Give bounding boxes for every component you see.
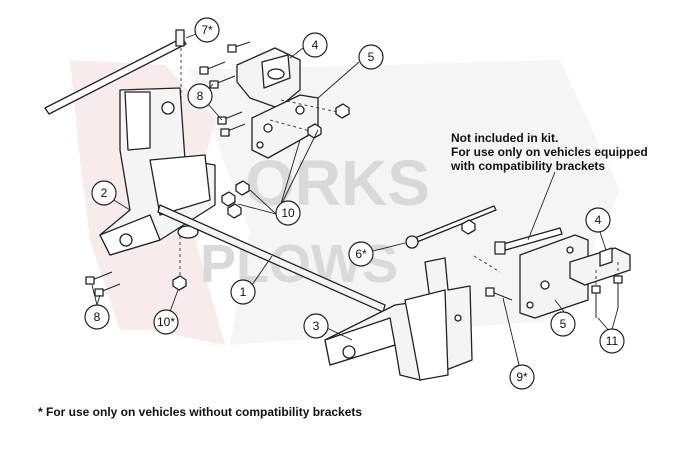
- bolts-part-11: [591, 262, 623, 318]
- svg-text:6*: 6*: [355, 247, 367, 261]
- callout-1: 1: [230, 279, 256, 305]
- svg-text:8: 8: [197, 89, 204, 103]
- callout-8-bottom: 8: [84, 304, 110, 330]
- callout-7: 7*: [194, 17, 220, 43]
- note-line-2: For use only on vehicles equipped: [451, 145, 648, 159]
- bolt-part-9: [473, 255, 513, 301]
- watermark-line1: ORKS: [245, 147, 430, 219]
- svg-text:10*: 10*: [157, 315, 175, 329]
- svg-text:4: 4: [595, 213, 602, 227]
- mount-part-2: [99, 87, 216, 256]
- plate-part-5-right: [519, 234, 589, 319]
- svg-text:11: 11: [606, 334, 619, 348]
- svg-text:1: 1: [240, 285, 247, 299]
- bracket-part-4-right: [569, 247, 631, 286]
- callout-8-top: 8: [187, 83, 213, 109]
- footnote: * For use only on vehicles without compa…: [38, 405, 363, 419]
- svg-text:7*: 7*: [201, 23, 213, 37]
- rod-part-6: [405, 205, 563, 255]
- mount-part-3: [324, 257, 473, 381]
- callout-2: 2: [91, 180, 117, 206]
- compatibility-note: Not included in kit. For use only on veh…: [451, 131, 681, 173]
- svg-text:3: 3: [313, 319, 320, 333]
- callout-5-top: 5: [358, 44, 384, 70]
- bolts-part-8-top: [199, 41, 251, 137]
- callout-4-right: 4: [585, 207, 611, 233]
- svg-text:5: 5: [368, 50, 375, 64]
- svg-text:10: 10: [281, 206, 295, 220]
- callout-11: 11: [599, 328, 625, 354]
- svg-text:9*: 9*: [516, 370, 528, 384]
- callout-10-star: 10*: [153, 309, 179, 335]
- bracket-part-4: [236, 47, 301, 109]
- nuts-part-10: [172, 99, 350, 291]
- svg-text:4: 4: [312, 38, 319, 52]
- callout-6: 6*: [348, 241, 374, 267]
- callout-4-top: 4: [302, 32, 328, 58]
- callout-3: 3: [303, 313, 329, 339]
- svg-text:5: 5: [560, 317, 567, 331]
- callout-10: 10: [275, 200, 301, 226]
- bolts-part-8-bottom: [85, 271, 121, 297]
- note-line-1: Not included in kit.: [451, 131, 559, 145]
- svg-text:8: 8: [94, 310, 101, 324]
- note-line-3: with compatibility brackets: [451, 159, 606, 173]
- callout-5-right: 5: [550, 311, 576, 337]
- callout-9: 9*: [509, 364, 535, 390]
- svg-text:2: 2: [101, 186, 108, 200]
